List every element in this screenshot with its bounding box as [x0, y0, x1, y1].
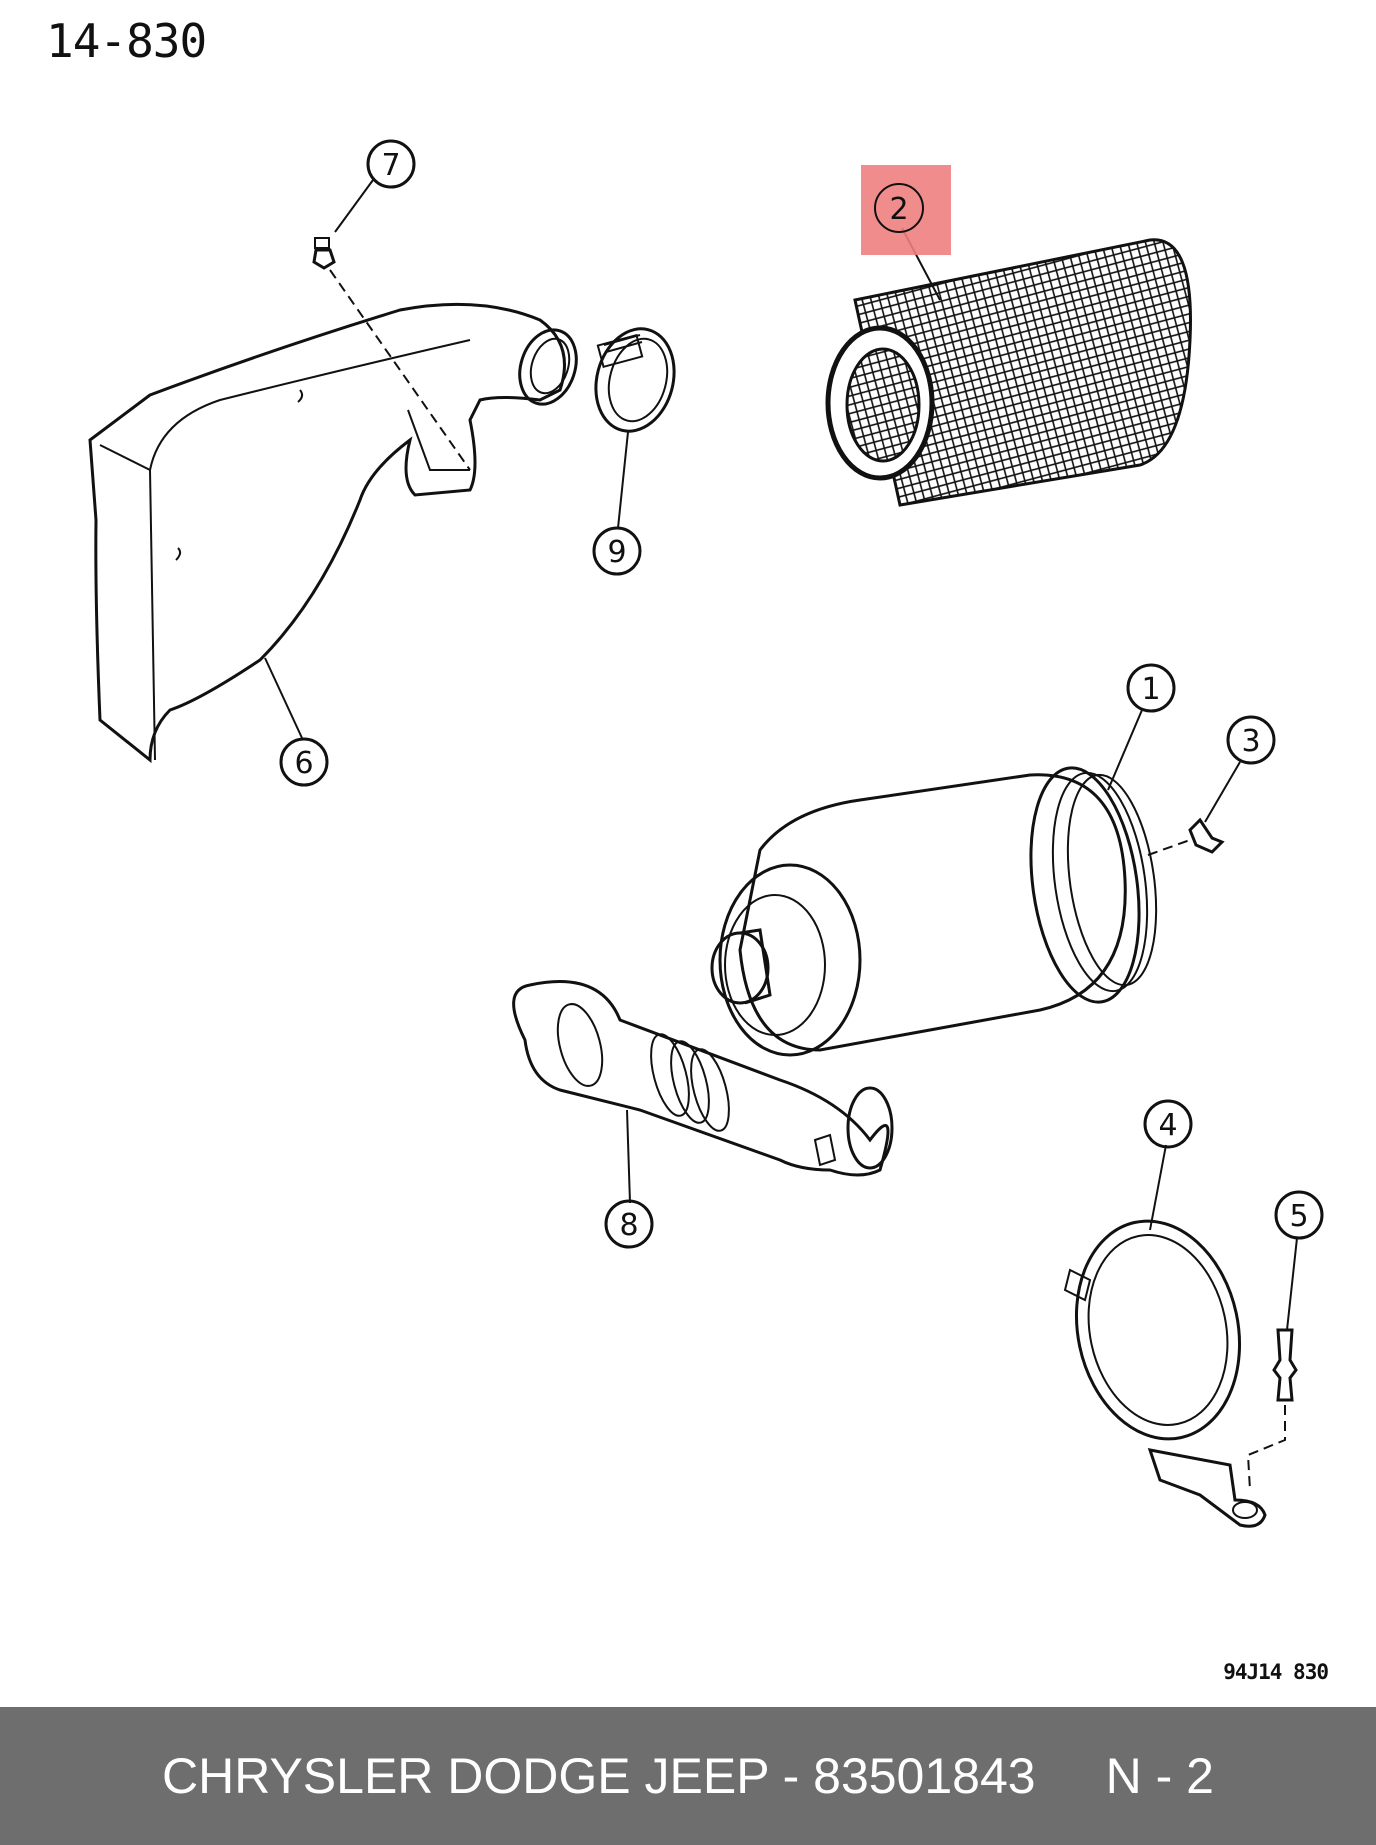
callout-9[interactable]: 9: [592, 526, 642, 576]
nut-dashed-leader: [329, 269, 471, 471]
callout-4[interactable]: 4: [1143, 1099, 1193, 1149]
callout-3[interactable]: 3: [1226, 715, 1276, 765]
parts-diagram: 7 2 9 6 1 3 8 4 5: [88, 139, 1324, 1528]
callout-4-label: 4: [1158, 1108, 1177, 1143]
clip: [1188, 817, 1225, 854]
callout-9-label: 9: [607, 535, 626, 570]
callout-6[interactable]: 6: [279, 737, 329, 787]
push-pin: [1272, 1328, 1298, 1402]
callout-8-label: 8: [619, 1208, 638, 1243]
callout-8[interactable]: 8: [604, 1199, 654, 1249]
mounting-strap: [1063, 1219, 1267, 1528]
air-cleaner-housing: [710, 766, 1158, 1057]
callout-1[interactable]: 1: [1126, 663, 1176, 713]
callout-5-label: 5: [1289, 1199, 1308, 1234]
callout-6-label: 6: [294, 746, 313, 781]
hose-clamp: [594, 327, 676, 433]
callout-2-label: 2: [889, 192, 908, 227]
footer-position: N - 2: [1105, 1748, 1214, 1804]
push-pin-dashed-leader: [1246, 1405, 1286, 1491]
callout-7[interactable]: 7: [366, 139, 416, 189]
callout-2[interactable]: 2: [874, 183, 924, 233]
callout-3-label: 3: [1241, 724, 1260, 759]
intake-duct: [88, 302, 578, 764]
callout-7-label: 7: [381, 148, 400, 183]
air-filter-element: [825, 238, 1192, 507]
footer-part-info: CHRYSLER DODGE JEEP - 83501843: [162, 1748, 1036, 1804]
page-code: 14-830: [46, 14, 207, 68]
figure-code: 94J14 830: [1223, 1660, 1329, 1684]
callout-5[interactable]: 5: [1274, 1190, 1324, 1240]
callout-1-label: 1: [1141, 672, 1160, 707]
outlet-hose: [512, 980, 894, 1177]
nut: [312, 237, 336, 270]
clip-dashed-leader: [1147, 839, 1191, 856]
footer-bar: CHRYSLER DODGE JEEP - 83501843 N - 2: [0, 1707, 1376, 1845]
